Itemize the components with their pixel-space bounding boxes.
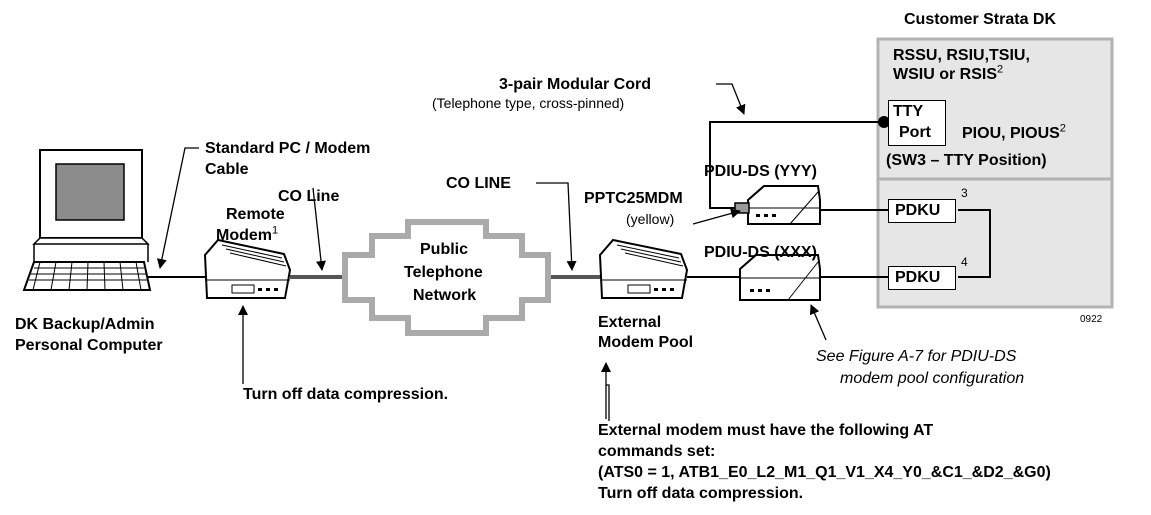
network-label-1: Public: [420, 241, 469, 258]
remote-label-2: Modem1: [216, 224, 279, 245]
see-fig-label-2: modem pool configuration: [840, 370, 1025, 387]
pc-cable-label-2: Cable: [205, 161, 249, 178]
pdku-box-1: PDKU: [888, 199, 956, 223]
cloud-network-icon: [342, 219, 551, 336]
network-label-2: Telephone: [404, 264, 483, 281]
pdiu-icon: [747, 185, 821, 225]
remote-compress-label: Turn off data compression.: [243, 386, 449, 403]
remote-sup: 1: [272, 224, 279, 237]
leader-pc-cable: [156, 147, 199, 269]
network-label-3: Network: [413, 287, 477, 304]
strata-dk-panel: [876, 37, 1114, 309]
port-label: Port: [899, 124, 931, 141]
leader-at-commands: [606, 384, 610, 421]
pdku-link-line: [958, 209, 991, 278]
connector-icon: [734, 202, 750, 214]
ext-pool-label-1: External: [598, 314, 662, 331]
co-line-right-label: CO LINE: [446, 175, 511, 192]
pdiu-xxx-label: PDIU-DS (XXX): [704, 244, 817, 261]
pdku-sup-4: 4: [961, 255, 968, 269]
leader-co-line-right: [536, 182, 577, 271]
at-label-1: External modem must have the following A…: [598, 422, 934, 439]
figure-id: 0922: [1080, 314, 1103, 325]
external-modem-icon: [598, 238, 689, 299]
co-line-left-label: CO Line: [278, 188, 340, 205]
at-label-4: Turn off data compression.: [598, 485, 804, 502]
cord-sub-label: (Telephone type, cross-pinned): [432, 95, 625, 111]
wsiu-text: WSIU or RSIS: [893, 66, 998, 83]
piou-text: PIOU, PIOUS: [962, 125, 1060, 142]
pdku-sup-3: 3: [961, 186, 968, 200]
leader-pptc: [692, 208, 741, 225]
pptc-label: PPTC25MDM: [584, 190, 683, 207]
pdiu-xxx-icon: [739, 254, 821, 301]
tty-label: TTY: [893, 103, 924, 120]
modular-cord-line: [709, 121, 888, 209]
pc-label-2: Personal Computer: [15, 337, 163, 354]
pc-cable-label-1: Standard PC / Modem: [205, 140, 371, 157]
remote-text: Modem: [216, 227, 272, 244]
modem-icon: [203, 238, 292, 299]
yellow-label: (yellow): [626, 211, 675, 227]
leader-cord: [716, 83, 746, 115]
at-label-2: commands set:: [598, 443, 716, 460]
pdku-label-1: PDKU: [895, 202, 941, 219]
pdku-box-2: PDKU: [888, 266, 956, 290]
remote-label-1: Remote: [226, 206, 285, 223]
piou-sup: 2: [1059, 122, 1066, 135]
customer-label: Customer Strata DK: [904, 11, 1057, 28]
at-label-3: (ATS0 = 1, ATB1_E0_L2_M1_Q1_V1_X4_Y0_&C1…: [598, 464, 1051, 481]
pdiu-yyy-label: PDIU-DS (YYY): [704, 163, 817, 180]
ext-pool-label-2: Modem Pool: [598, 334, 694, 351]
see-fig-label-1: See Figure A-7 for PDIU-DS: [816, 348, 1017, 365]
wsiu-label: WSIU or RSIS2: [893, 63, 1004, 84]
leader-see-fig: [809, 304, 827, 341]
cord-label: 3-pair Modular Cord: [499, 76, 652, 93]
cord-jack: [878, 116, 890, 128]
pc-label-1: DK Backup/Admin: [15, 316, 155, 333]
piou-label: PIOU, PIOUS2: [962, 122, 1066, 143]
rssu-label: RSSU, RSIU,TSIU,: [893, 47, 1030, 64]
tty-port-box: TTY Port: [888, 100, 946, 146]
leader-co-line-left: [312, 187, 326, 271]
pdku-label-2: PDKU: [895, 269, 941, 286]
sw3-label: (SW3 – TTY Position): [886, 152, 1047, 169]
computer-icon: [22, 149, 152, 291]
wsiu-sup: 2: [997, 63, 1004, 76]
